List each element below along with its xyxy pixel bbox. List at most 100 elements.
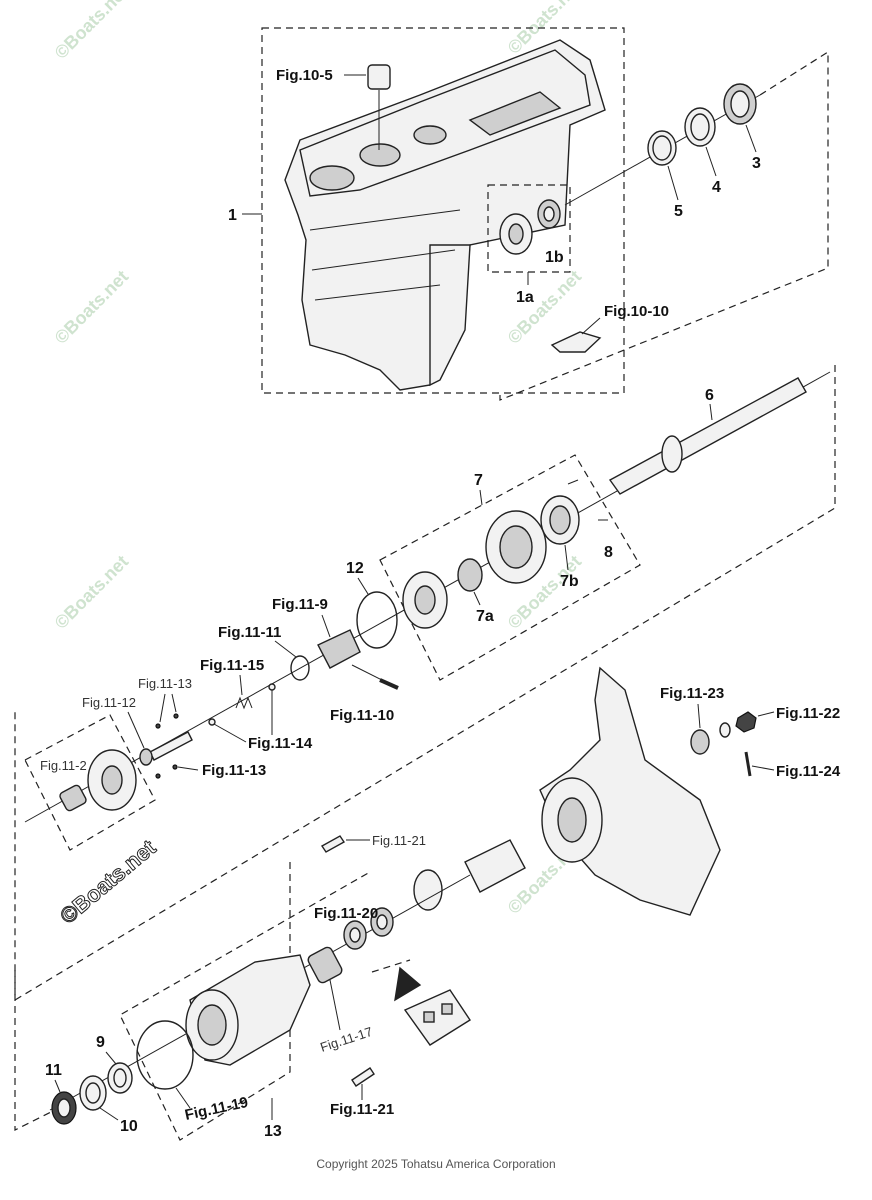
- label-fig11-20: Fig.11-20: [314, 905, 378, 922]
- label-part-7b: 7b: [560, 573, 579, 590]
- washer-4-inner: [690, 113, 710, 141]
- gear-case-assembly: Fig.10-5 1 1b 1a 5 4 3 Fig.10-10: [228, 27, 829, 401]
- leader-part-5: [667, 165, 679, 201]
- label-fig11-9: Fig.11-9: [272, 596, 328, 613]
- leader-fig11-15: [239, 674, 243, 696]
- label-fig11-21-bottom: Fig.11-21: [330, 1101, 394, 1118]
- leader-fig11-14-b: [213, 723, 247, 743]
- leader-fig11-13-top-b: [171, 693, 177, 713]
- leader-part-7: [479, 489, 483, 506]
- label-fig10-10: Fig.10-10: [604, 303, 669, 320]
- thrust-washer-11-inner: [57, 1098, 71, 1118]
- leader-fig11-23: [697, 703, 701, 729]
- gear-case-contours: [309, 209, 461, 301]
- label-part-13: 13: [264, 1123, 282, 1140]
- leader-fig11-13-top-a: [159, 693, 166, 723]
- label-fig11-14: Fig.11-14: [248, 735, 313, 752]
- leader-part-3: [745, 124, 757, 153]
- label-part-9: 9: [96, 1034, 105, 1051]
- cotter-pin-fig11-24: [744, 751, 752, 777]
- label-part-12: 12: [346, 560, 364, 577]
- gear-case-bore-1: [309, 165, 355, 191]
- forward-gear-bore: [101, 765, 123, 795]
- clutch-fig11-9: [317, 629, 361, 669]
- leader-fig10-10: [581, 317, 601, 335]
- pin-fig11-10: [379, 678, 399, 690]
- anode-fig10-10: [550, 331, 602, 353]
- label-part-10: 10: [120, 1118, 138, 1135]
- detail-inset-slot-a: [423, 1011, 435, 1023]
- nut-fig11-22: [735, 711, 757, 733]
- pin-fig11-13-a: [155, 723, 161, 729]
- leader-part-10: [99, 1107, 119, 1121]
- propeller-hub-bore: [557, 797, 587, 843]
- bolt-fig11-21-top: [320, 835, 346, 853]
- leader-part-6: [709, 403, 713, 421]
- propeller-shaft-assembly: 6 7 7b 7a 8 12 Fig.11-9 Fig.11-10 Fig.: [14, 365, 841, 1002]
- gear-case-group-box: [261, 27, 625, 394]
- bearing-1b-bore: [543, 206, 555, 222]
- propeller-bushing: [464, 839, 526, 893]
- label-fig11-11: Fig.11-11: [218, 624, 281, 641]
- label-fig11-13-bottom: Fig.11-13: [202, 762, 266, 779]
- push-rod-fig11-12-tip: [139, 748, 153, 766]
- needle-bearing-7a: [457, 558, 483, 592]
- leader-fig11-24: [751, 765, 775, 771]
- leader-fig11-10: [351, 664, 383, 681]
- label-fig11-24: Fig.11-24: [776, 763, 841, 780]
- label-part-7: 7: [474, 472, 483, 489]
- label-part-3: 3: [752, 155, 761, 172]
- spacer-washer: [719, 722, 731, 738]
- detail-arrow: [394, 966, 422, 1002]
- ball-fig11-14-b: [208, 718, 216, 726]
- ring-fig11-11: [290, 655, 310, 681]
- o-ring-12: [356, 591, 398, 649]
- label-fig11-2: Fig.11-2: [40, 758, 87, 773]
- label-fig11-10: Fig.11-10: [330, 707, 394, 724]
- detail-inset-part: [403, 989, 471, 1046]
- thrust-bearing-3-inner: [730, 90, 750, 118]
- oil-seal-fig11-20-a-inner: [349, 927, 361, 943]
- thrust-washer: [413, 869, 443, 911]
- propeller-shaft-collar: [661, 435, 683, 473]
- gear-case-bore-2: [359, 143, 401, 167]
- label-part-5: 5: [674, 203, 683, 220]
- top-bearing-fig10-5: [367, 64, 391, 90]
- needle-bearing-fig11-17: [307, 946, 343, 984]
- label-part-1a: 1a: [516, 289, 534, 306]
- label-fig11-13-top: Fig.11-13: [138, 676, 192, 691]
- leader-fig11-13-bottom: [177, 766, 199, 771]
- bearing-fig11-2: [59, 784, 87, 812]
- lower-left-boundary: [14, 970, 66, 1131]
- label-fig10-5: Fig.10-5: [276, 67, 333, 84]
- bearing-carrier-group-box-7: [379, 454, 641, 681]
- leader-part-7b: [564, 544, 569, 571]
- pin-fig11-13-c: [172, 764, 178, 770]
- label-fig11-21-top: Fig.11-21: [372, 833, 426, 848]
- washer-fig11-23: [690, 729, 710, 755]
- gear-case-bore-3: [413, 125, 447, 145]
- leader-fig11-11: [274, 640, 297, 658]
- oil-seal-7b-inner: [549, 505, 571, 535]
- seal-group-box-1a: [487, 184, 571, 273]
- pin-fig11-13-d: [155, 773, 161, 779]
- bearing-housing-assembly: Fig.11-21 Fig.11-20 Fig.11-17 Fig.11-19 …: [14, 833, 471, 1141]
- leader-part-11: [54, 1079, 61, 1093]
- washer-10-inner: [85, 1082, 101, 1104]
- label-fig11-23: Fig.11-23: [660, 685, 724, 702]
- label-part-6: 6: [705, 387, 714, 404]
- washer-9-inner: [113, 1068, 127, 1088]
- gear-case-channel: [468, 91, 562, 136]
- detail-connector: [371, 959, 411, 973]
- gear-case-skeg: [429, 244, 471, 387]
- watermark-5: ©Boats.net: [51, 551, 133, 633]
- watermark-3: ©Boats.net: [51, 266, 133, 348]
- label-fig11-19: Fig.11-19: [183, 1094, 249, 1124]
- watermark-1: ©Boats.net: [51, 0, 133, 63]
- label-part-1: 1: [228, 207, 237, 224]
- shim-5-inner: [652, 135, 672, 161]
- detail-inset-slot-b: [441, 1003, 453, 1015]
- seal-housing-1a-bore: [508, 223, 524, 245]
- push-rod-fig11-12: [149, 731, 193, 761]
